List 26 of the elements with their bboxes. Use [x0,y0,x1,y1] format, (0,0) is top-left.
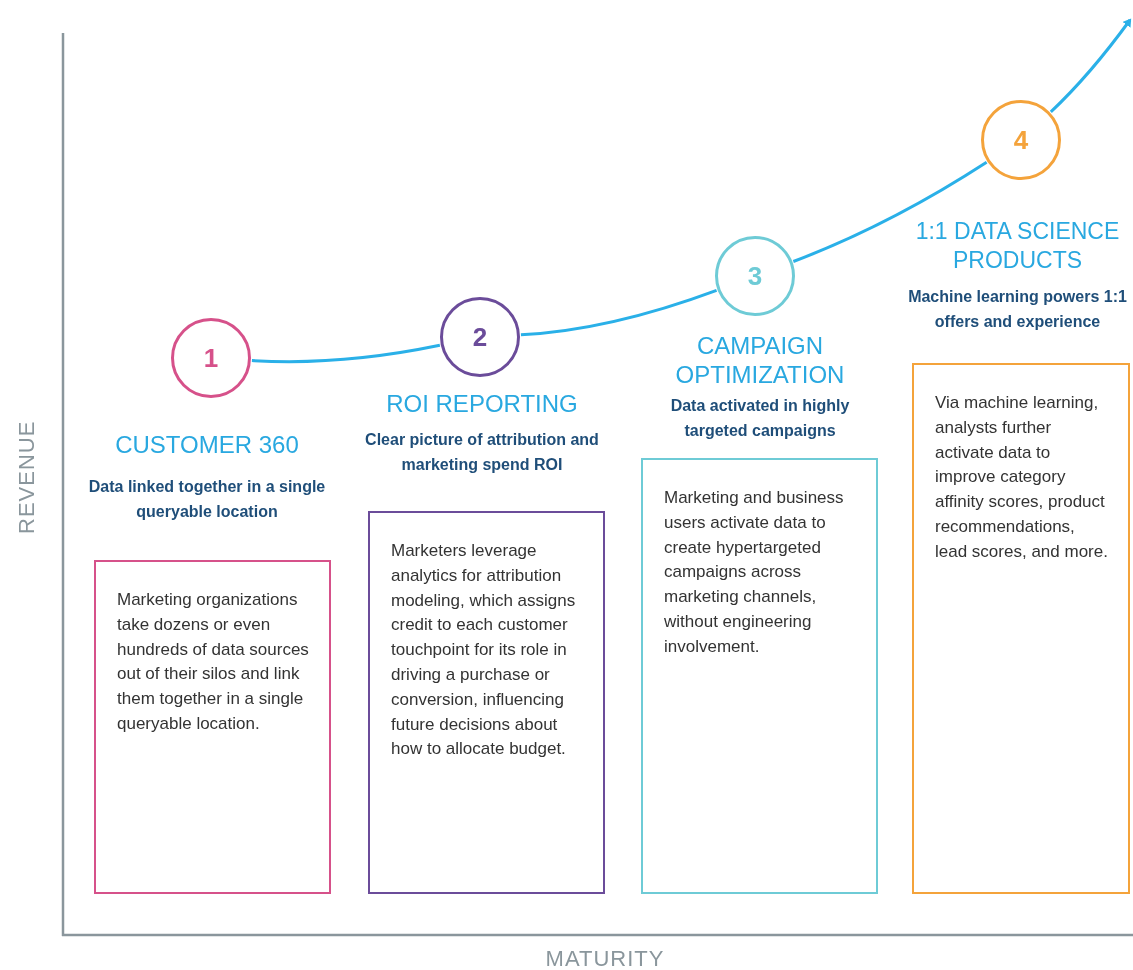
description-box [641,458,878,894]
description-box [912,363,1130,894]
step-subtitle: Clear picture of attribution and marketing spend ROI [364,430,600,475]
step-subtitle: Machine learning powers 1:1 offers and experience [907,287,1128,332]
step-heading: ROI REPORTING [385,389,579,418]
growth-curve [792,161,988,263]
step-subtitle: Data activated in highly targeted campaigns [669,396,851,441]
step-heading: CAMPAIGN OPTIMIZATION [674,331,846,389]
growth-curve [520,288,718,337]
description-box [368,511,605,894]
description-text: Via machine learning, analysts further activate data to improve category affinity scores, product recommendations, lead scores, and more. [935,392,1108,563]
description-text: Marketing and business users activate data to create hypertargeted campaigns across marketing channels, without engineering involvement. [664,487,845,658]
description-text: Marketers leverage analytics for attribution modeling, which assigns credit to each customer touchpoint for its role in driving a purchase or conversion, influencing future decisions about how to allocate budget. [391,540,577,761]
x-axis-label: MATURITY [544,946,666,970]
step-heading: 1:1 DATA SCIENCE PRODUCTS [914,217,1121,275]
description-box [94,560,331,894]
growth-curve [251,343,441,364]
step-subtitle: Data linked together in a single queryable location [87,477,327,522]
step-number-circle: 2 [440,297,520,377]
step-number-circle: 3 [715,236,795,316]
growth-arrow [1049,18,1132,113]
description-text: Marketing organizations take dozens or even hundreds of data sources out of their silos and link them together in a single queryable location. [117,589,309,735]
y-axis-label: REVENUE [14,424,40,534]
step-heading: CUSTOMER 360 [114,430,300,459]
step-number-circle: 4 [981,100,1061,180]
step-number-circle: 1 [171,318,251,398]
